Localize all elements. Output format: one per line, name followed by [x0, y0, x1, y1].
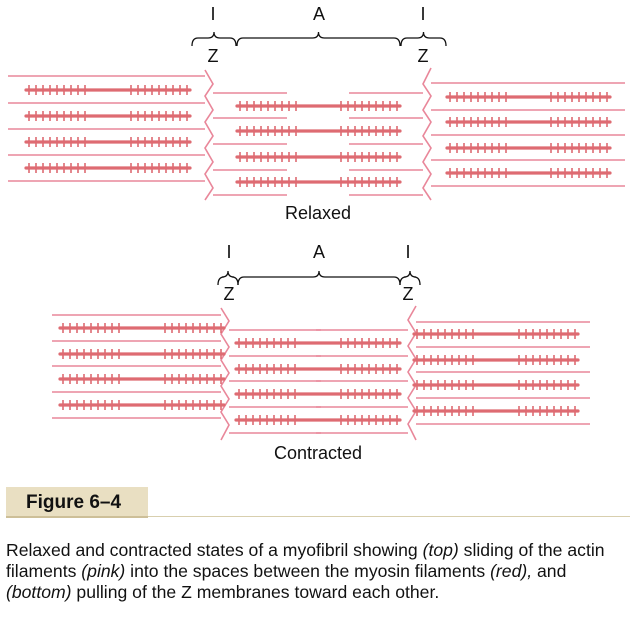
i-band-brace [400, 31, 447, 47]
z-line [220, 307, 230, 441]
top-label-i-left: I [210, 4, 215, 24]
a-band-brace [236, 31, 401, 47]
caption-text: and [532, 561, 567, 581]
i-band-brace [191, 31, 237, 47]
figure-rule [148, 516, 630, 517]
top-label-i-right: I [420, 4, 425, 24]
caption-italic: (red), [490, 561, 533, 581]
a-band-brace [237, 270, 401, 286]
z-line [422, 67, 432, 201]
bottom-label-z-left: Z [224, 284, 235, 304]
figure-caption: Relaxed and contracted states of a myofi… [6, 540, 630, 603]
i-band-brace [399, 270, 421, 286]
bottom-label-i-right: I [405, 242, 410, 262]
i-band-brace [217, 270, 239, 286]
relaxed-sarcomere [8, 31, 625, 201]
figure-tag: Figure 6–4 [6, 487, 148, 518]
caption-text: sliding of the actin filaments [6, 540, 605, 581]
top-label-z-left: Z [208, 46, 219, 66]
top-label-z-right: Z [418, 46, 429, 66]
bottom-label-a: A [313, 242, 325, 262]
contracted-label: Contracted [274, 443, 362, 463]
z-line [407, 305, 417, 441]
z-line [204, 69, 214, 201]
caption-text: into the spaces between the myosin filam… [125, 561, 491, 581]
caption-italic: (top) [422, 540, 459, 560]
caption-italic: (bottom) [6, 582, 72, 602]
top-label-a: A [313, 4, 325, 24]
caption-italic: (pink) [81, 561, 126, 581]
myofibril-diagram: I A I Z Z Relaxed I A I Z Z Contracted [8, 4, 625, 463]
bottom-label-i-left: I [226, 242, 231, 262]
bottom-label-z-right: Z [403, 284, 414, 304]
caption-text: pulling of the Z membranes toward each o… [71, 582, 440, 602]
caption-text: Relaxed and contracted states of a myofi… [6, 540, 423, 560]
relaxed-label: Relaxed [285, 203, 351, 223]
contracted-sarcomere [52, 270, 590, 441]
